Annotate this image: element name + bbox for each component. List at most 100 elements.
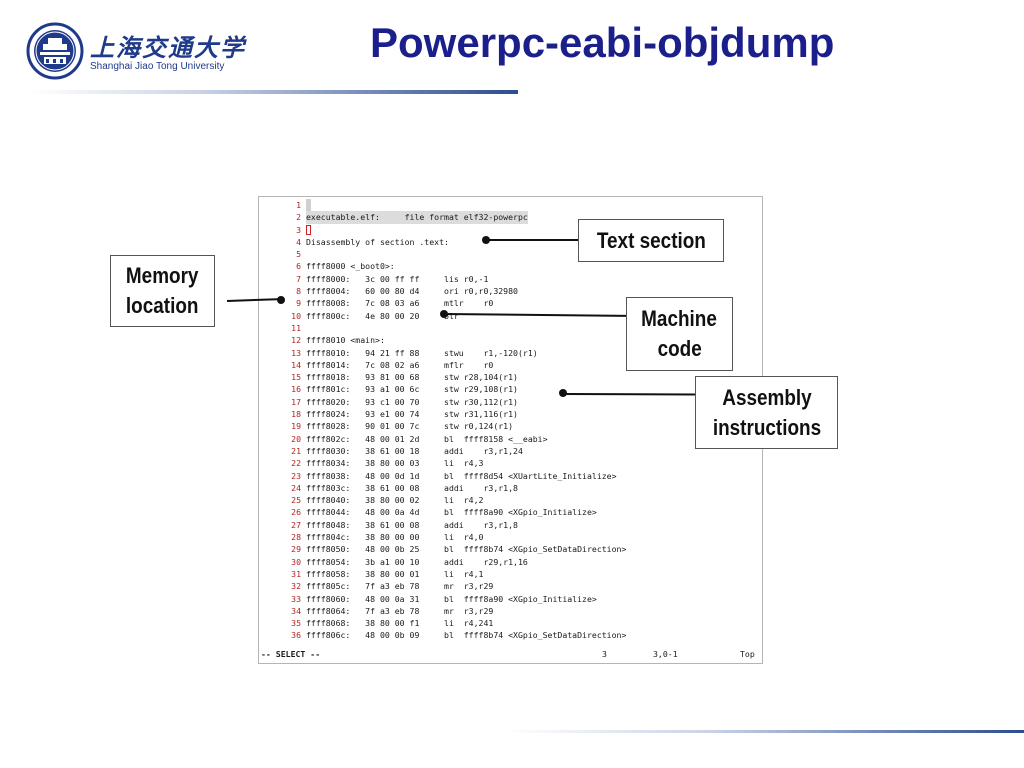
selected-line-text: executable.elf: file format elf32-powerp… xyxy=(306,211,528,224)
line-number: 27 xyxy=(291,519,301,530)
arrow-dot-machine-code xyxy=(440,310,448,318)
line-number: 18 xyxy=(291,409,301,420)
arrow-dot-text-section xyxy=(482,236,490,244)
line-text: ffff806c: 48 00 0b 09 bl ffff8b74 <XGpio… xyxy=(306,630,627,641)
code-line: 22 ffff8034: 38 80 00 03 li r4,3 xyxy=(259,457,762,469)
selection-gutter xyxy=(306,199,311,211)
slide-title: Powerpc-eabi-objdump xyxy=(370,19,835,66)
university-emblem-icon xyxy=(26,22,84,80)
line-number: 2 xyxy=(296,212,301,223)
line-number: 1 xyxy=(296,200,301,210)
line-number: 3 xyxy=(296,224,301,235)
arrow-dot-assembly-instructions xyxy=(559,389,567,397)
logo-chinese-name: 上海交通大学 xyxy=(90,33,246,62)
line-text: ffff8008: 7c 08 03 a6 mtlr r0 xyxy=(306,298,494,309)
university-logo: 上海交通大学 Shanghai Jiao Tong University xyxy=(26,22,244,82)
line-text: ffff802c: 48 00 01 2d bl ffff8158 <__eab… xyxy=(306,433,548,444)
line-text: ffff8028: 90 01 00 7c stw r0,124(r1) xyxy=(306,421,514,432)
code-line: 11 xyxy=(259,322,762,334)
line-number: 26 xyxy=(291,507,301,518)
line-text: ffff8060: 48 00 0a 31 bl ffff8a90 <XGpio… xyxy=(306,593,597,604)
line-number: 34 xyxy=(291,605,301,616)
status-count: 3 xyxy=(602,649,607,659)
line-number: 5 xyxy=(296,249,301,260)
line-text: ffff8034: 38 80 00 03 li r4,3 xyxy=(306,458,484,469)
callout-text-section-label: Text section xyxy=(596,227,706,253)
line-number: 35 xyxy=(291,618,301,629)
line-text: ffff8000: 3c 00 ff ff lis r0,-1 xyxy=(306,273,489,284)
line-text: Disassembly of section .text: xyxy=(306,236,449,247)
line-text: ffff801c: 93 a1 00 6c stw r29,108(r1) xyxy=(306,384,518,395)
callout-machine-code: Machine code xyxy=(626,297,733,371)
callout-memory-label-1: Memory xyxy=(126,263,199,289)
callout-machine-label-1: Machine xyxy=(641,306,718,332)
footer-divider xyxy=(504,730,1024,733)
logo-english-name: Shanghai Jiao Tong University xyxy=(90,61,225,72)
line-number: 4 xyxy=(296,236,301,247)
line-text: ffff8020: 93 c1 00 70 stw r30,112(r1) xyxy=(306,396,518,407)
line-number: 33 xyxy=(291,593,301,604)
arrow-dot-memory-location xyxy=(277,296,285,304)
code-line: 33 ffff8060: 48 00 0a 31 bl ffff8a90 <XGp… xyxy=(259,593,762,605)
line-number: 24 xyxy=(291,482,301,493)
line-text: ffff8040: 38 80 00 02 li r4,2 xyxy=(306,495,484,506)
line-number: 22 xyxy=(291,458,301,469)
line-number: 13 xyxy=(291,347,301,358)
code-line: 10 ffff800c: 4e 80 00 20 blr xyxy=(259,310,762,322)
code-line: 6 ffff8000 <_boot0>: xyxy=(259,260,762,272)
code-line: 20 ffff802c: 48 00 01 2d bl ffff8158 <__e… xyxy=(259,433,762,445)
line-text: ffff804c: 38 80 00 00 li r4,0 xyxy=(306,532,484,543)
terminal-window[interactable]: 1 2 executable.elf: file format elf32-powe… xyxy=(258,196,763,664)
callout-machine-label-2: code xyxy=(657,336,702,361)
line-text: ffff8030: 38 61 00 18 addi r3,r1,24 xyxy=(306,445,523,456)
line-number: 6 xyxy=(296,261,301,272)
line-text: ffff8064: 7f a3 eb 78 mr r3,r29 xyxy=(306,605,494,616)
line-text: ffff805c: 7f a3 eb 78 mr r3,r29 xyxy=(306,581,494,592)
vim-status-bar: -- SELECT -- 3 3,0-1 Top xyxy=(259,649,762,661)
line-number: 20 xyxy=(291,433,301,444)
line-text: ffff8068: 38 80 00 f1 li r4,241 xyxy=(306,618,494,629)
line-number: 36 xyxy=(291,630,301,641)
callout-memory-location: Memory location xyxy=(110,255,215,327)
status-mode: -- SELECT -- xyxy=(261,649,321,659)
code-line: 24 ffff803c: 38 61 00 08 addi r3,r1,8 xyxy=(259,482,762,494)
line-text: ffff803c: 38 61 00 08 addi r3,r1,8 xyxy=(306,482,518,493)
line-number: 8 xyxy=(296,286,301,297)
line-number: 11 xyxy=(291,322,301,333)
line-text: ffff8000 <_boot0>: xyxy=(306,261,395,272)
code-line: 2 executable.elf: file format elf32-power… xyxy=(259,211,762,224)
line-number: 15 xyxy=(291,372,301,383)
line-number: 23 xyxy=(291,470,301,481)
line-text: ffff8038: 48 00 0d 1d bl ffff8d54 <XUart… xyxy=(306,470,617,481)
code-line: 34 ffff8064: 7f a3 eb 78 mr r3,r29 xyxy=(259,605,762,617)
line-number: 10 xyxy=(291,310,301,321)
callout-text-section: Text section xyxy=(578,219,724,262)
code-line: 4 Disassembly of section .text: xyxy=(259,236,762,248)
line-text: ffff8010 <main>: xyxy=(306,335,385,346)
code-line: 5 xyxy=(259,248,762,260)
status-scroll: Top xyxy=(740,649,755,659)
line-text: ffff800c: 4e 80 00 20 blr xyxy=(306,310,459,321)
line-text: ffff8054: 3b a1 00 10 addi r29,r1,16 xyxy=(306,556,528,567)
header-divider xyxy=(30,90,518,94)
line-text: ffff8018: 93 81 00 68 stw r28,104(r1) xyxy=(306,372,518,383)
text-cursor xyxy=(306,224,311,235)
code-line: 1 xyxy=(259,199,762,211)
line-text: ffff8010: 94 21 ff 88 stwu r1,-120(r1) xyxy=(306,347,538,358)
line-text: ffff8050: 48 00 0b 25 bl ffff8b74 <XGpio… xyxy=(306,544,627,555)
